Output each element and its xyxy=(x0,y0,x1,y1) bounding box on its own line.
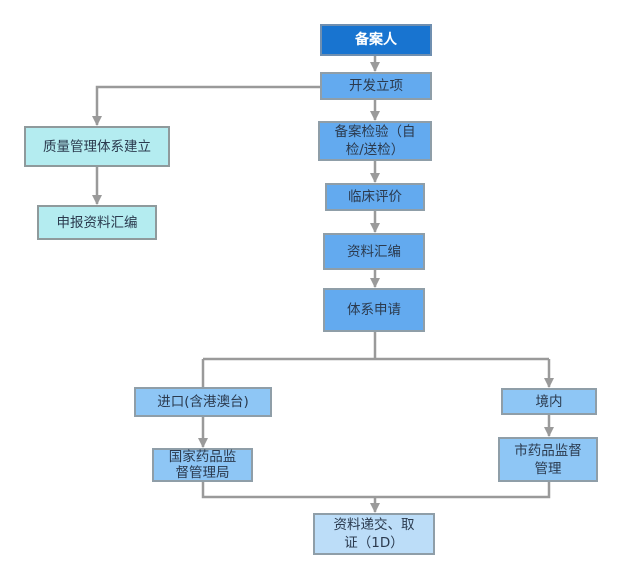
node-clinical-evaluation: 临床评价 xyxy=(325,183,425,211)
node-import: 进口(含港澳台) xyxy=(134,387,272,417)
node-qms-establishment: 质量管理体系建立 xyxy=(24,126,170,167)
node-project-setup: 开发立项 xyxy=(320,72,432,100)
node-submit-certificate: 资料递交、取证（1D） xyxy=(313,513,435,555)
node-label: 市药品监督管理 xyxy=(514,442,582,477)
node-domestic: 境内 xyxy=(501,388,597,415)
node-label: 申报资料汇编 xyxy=(56,214,138,231)
node-label: 备案人 xyxy=(355,32,397,48)
node-city-fda: 市药品监督管理 xyxy=(498,437,598,482)
node-label: 体系申请 xyxy=(347,302,401,318)
node-label: 资料汇编 xyxy=(347,243,401,260)
node-submission-compilation: 申报资料汇编 xyxy=(37,205,157,240)
node-system-application: 体系申请 xyxy=(323,288,425,332)
node-label: 境内 xyxy=(535,393,563,410)
node-nmpa: 国家药品监督管理局 xyxy=(152,448,253,482)
node-label: 质量管理体系建立 xyxy=(43,138,151,155)
connector-merge-bar xyxy=(201,482,551,499)
node-document-compilation: 资料汇编 xyxy=(323,233,425,270)
node-label: 备案检验（自检/送检） xyxy=(334,124,416,158)
node-label: 临床评价 xyxy=(348,189,402,205)
node-label: 资料递交、取证（1D） xyxy=(333,517,415,551)
connector-setup-to-qms xyxy=(92,85,320,126)
node-filing-inspection: 备案检验（自检/送检） xyxy=(318,121,432,161)
node-filer: 备案人 xyxy=(320,24,432,56)
node-label: 国家药品监督管理局 xyxy=(168,449,237,481)
node-label: 开发立项 xyxy=(349,78,403,94)
node-label: 进口(含港澳台) xyxy=(157,394,249,410)
